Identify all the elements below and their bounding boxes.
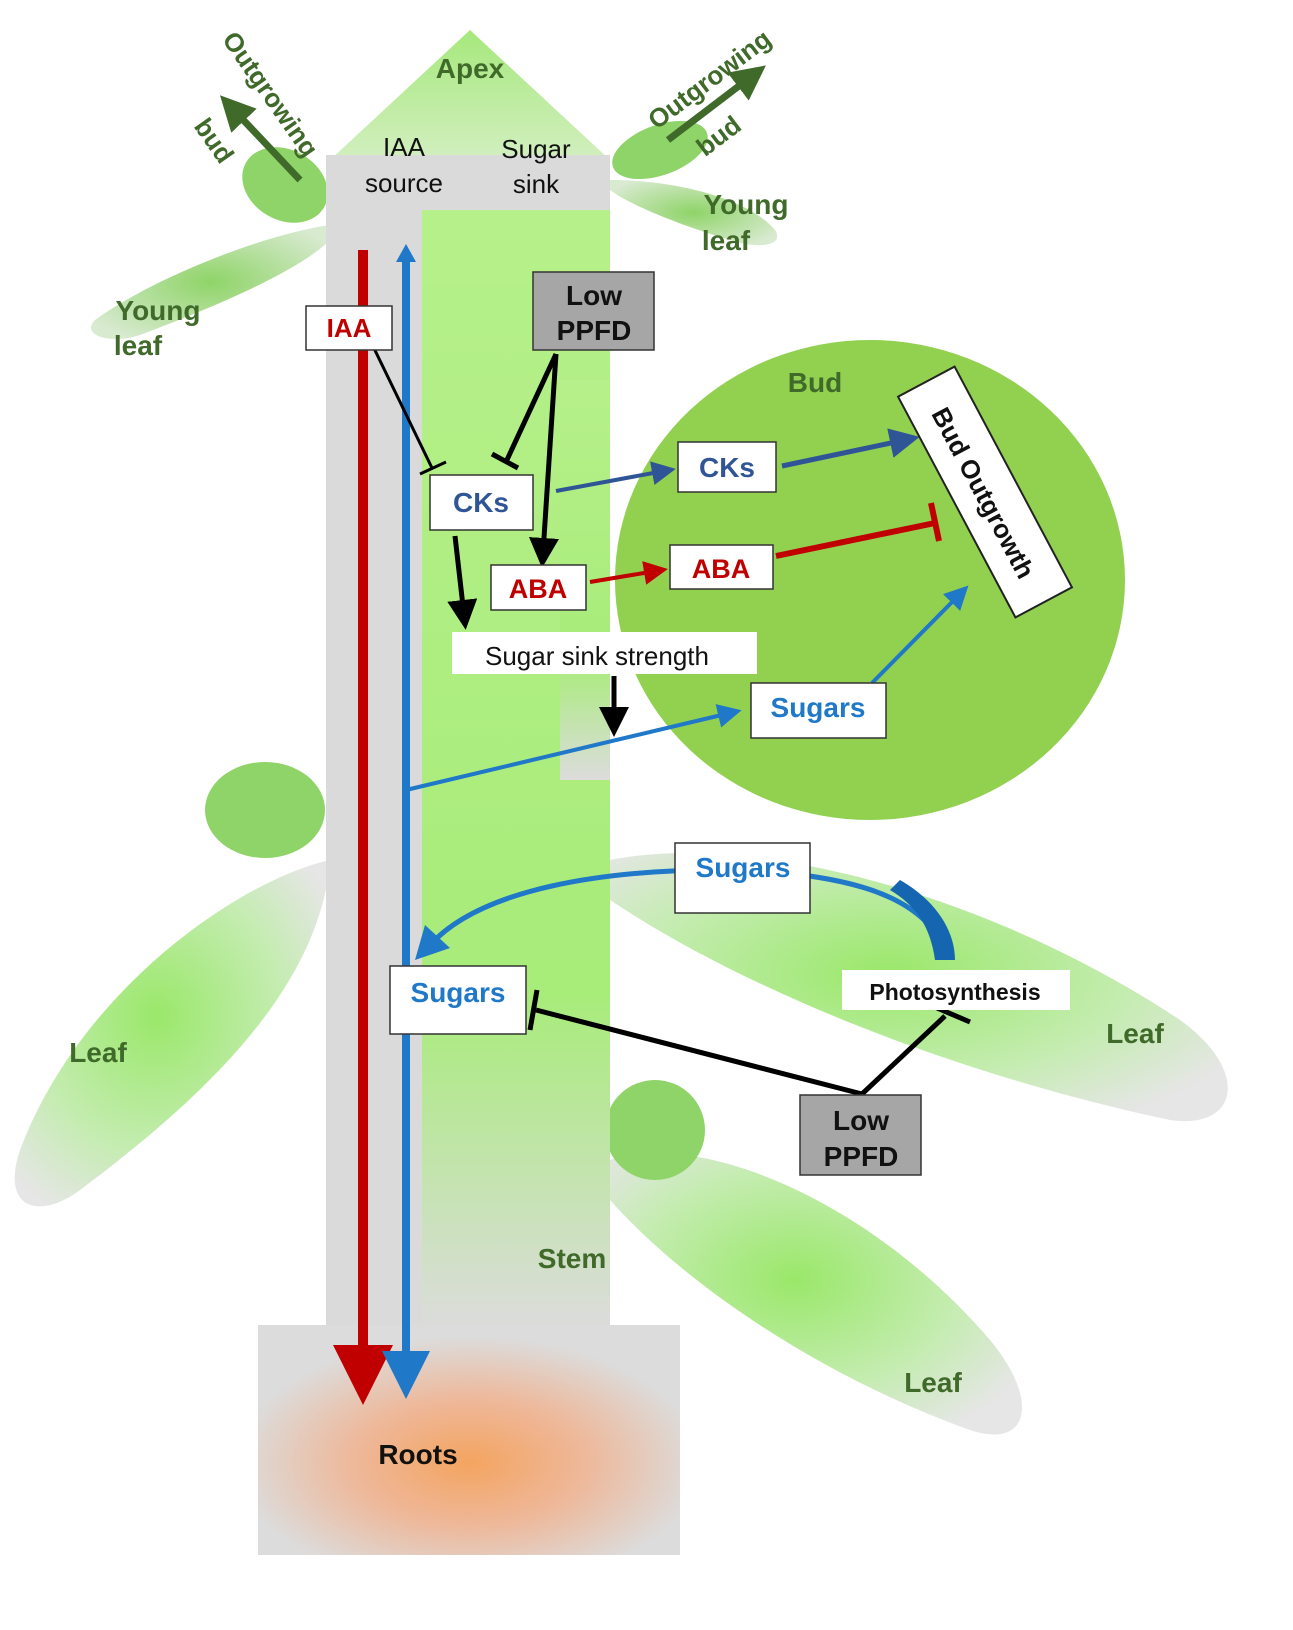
- outgrowing-bud-left-label-2: bud: [188, 112, 240, 168]
- sugars-stem-box: Sugars: [389, 965, 527, 1035]
- low-ppfd-top-label-2: PPFD: [557, 315, 632, 346]
- outgrowing-bud-right-label-1: Outgrowing: [642, 23, 777, 135]
- sugar-transport-up-arrowhead: [396, 244, 416, 262]
- aba-inhibits-outgrowth: [775, 520, 936, 559]
- iaa-source-label-2: source: [365, 168, 443, 198]
- leaf-left-shape: [14, 860, 331, 1207]
- young-leaf-left-label-1: Young: [115, 295, 200, 326]
- cks-bud-box: CKs: [677, 441, 777, 493]
- cks-transport-arrow: [555, 461, 676, 493]
- aba-stem-box: ABA: [490, 564, 587, 611]
- sugars-promote-outgrowth: [870, 585, 969, 685]
- sugar-sink-strength-label: Sugar sink strength: [485, 641, 709, 671]
- outgrowing-bud-right-shape: [612, 120, 708, 180]
- leaf-right-label: Leaf: [1106, 1018, 1164, 1049]
- iaa-box-label: IAA: [327, 313, 372, 343]
- low-ppfd-bottom-label-1: Low: [833, 1105, 889, 1136]
- outgrowing-bud-right-arrow: [665, 65, 766, 143]
- aba-transport-arrow: [589, 561, 668, 585]
- apex-label: Apex: [436, 53, 505, 84]
- sugar-sink-label-2: sink: [513, 169, 560, 199]
- sugar-branch-arrow: [405, 704, 742, 792]
- ppfd-inhibits-photosynthesis: [860, 1014, 947, 1096]
- cks-stem-label: CKs: [453, 487, 509, 518]
- aba-bud-label: ABA: [692, 554, 751, 584]
- ppfd-promotes-aba: [529, 353, 559, 568]
- young-leaf-left-shape: [91, 225, 330, 340]
- photosynthesis-box: Photosynthesis: [842, 970, 1070, 1010]
- aba-stem-label: ABA: [509, 574, 568, 604]
- sugars-bud-label: Sugars: [771, 692, 866, 723]
- roots-label: Roots: [378, 1439, 457, 1470]
- outgrowing-bud-left-arrow: [219, 95, 303, 183]
- cks-stem-box: CKs: [429, 474, 534, 531]
- low-ppfd-bottom-box: Low PPFD: [799, 1094, 922, 1176]
- bud-label: Bud: [788, 367, 842, 398]
- young-leaf-right-label-2: leaf: [702, 225, 751, 256]
- low-ppfd-top-label-1: Low: [566, 280, 622, 311]
- photosynthesis-label: Photosynthesis: [869, 979, 1040, 1005]
- aba-inhibits-outgrowth-bar: [928, 502, 942, 542]
- roots-shape: [258, 1325, 680, 1555]
- sugars-leaf-box: Sugars: [674, 842, 811, 914]
- young-leaf-right-label-1: Young: [703, 189, 788, 220]
- sugars-bud-box: Sugars: [750, 682, 887, 739]
- aba-bud-box: ABA: [669, 544, 774, 590]
- apex-shape: [330, 30, 610, 160]
- young-leaf-right-shape: [610, 180, 778, 246]
- iaa-inhibits-cks: [368, 339, 434, 469]
- stem-label: Stem: [538, 1243, 606, 1274]
- young-leaf-left-label-2: leaf: [114, 330, 163, 361]
- leaf-sugar-curve-thick: [890, 880, 955, 960]
- cks-promotes-sink: [447, 535, 478, 630]
- leaf-bottom-shape: [610, 1153, 1023, 1435]
- iaa-source-label-1: IAA: [383, 132, 426, 162]
- low-ppfd-top-box: Low PPFD: [532, 271, 655, 351]
- sugars-leaf-label: Sugars: [696, 852, 791, 883]
- leaf-left-label: Leaf: [69, 1037, 127, 1068]
- ppfd-inhibits-sugars: [535, 1007, 863, 1097]
- cks-promotes-outgrowth: [781, 428, 920, 469]
- low-ppfd-bottom-label-2: PPFD: [824, 1141, 899, 1172]
- sugar-sink-label-1: Sugar: [501, 134, 571, 164]
- small-leaf-right: [605, 1080, 705, 1180]
- outgrowing-bud-left-shape: [242, 147, 328, 223]
- iaa-inhibits-cks-bar: [419, 460, 447, 476]
- sugars-stem-label: Sugars: [411, 977, 506, 1008]
- leaf-sugar-curve-arrowhead: [415, 925, 450, 960]
- iaa-box: IAA: [305, 305, 393, 351]
- ppfd-inhibits-cks-bar: [490, 451, 520, 471]
- cks-bud-label: CKs: [699, 452, 755, 483]
- ppfd-inhibits-sugars-bar: [527, 989, 540, 1031]
- ppfd-inhibits-cks: [503, 352, 559, 464]
- sugar-sink-strength-box: Sugar sink strength: [452, 632, 757, 674]
- small-leaf-left: [205, 762, 325, 858]
- leaf-bottom-label: Leaf: [904, 1367, 962, 1398]
